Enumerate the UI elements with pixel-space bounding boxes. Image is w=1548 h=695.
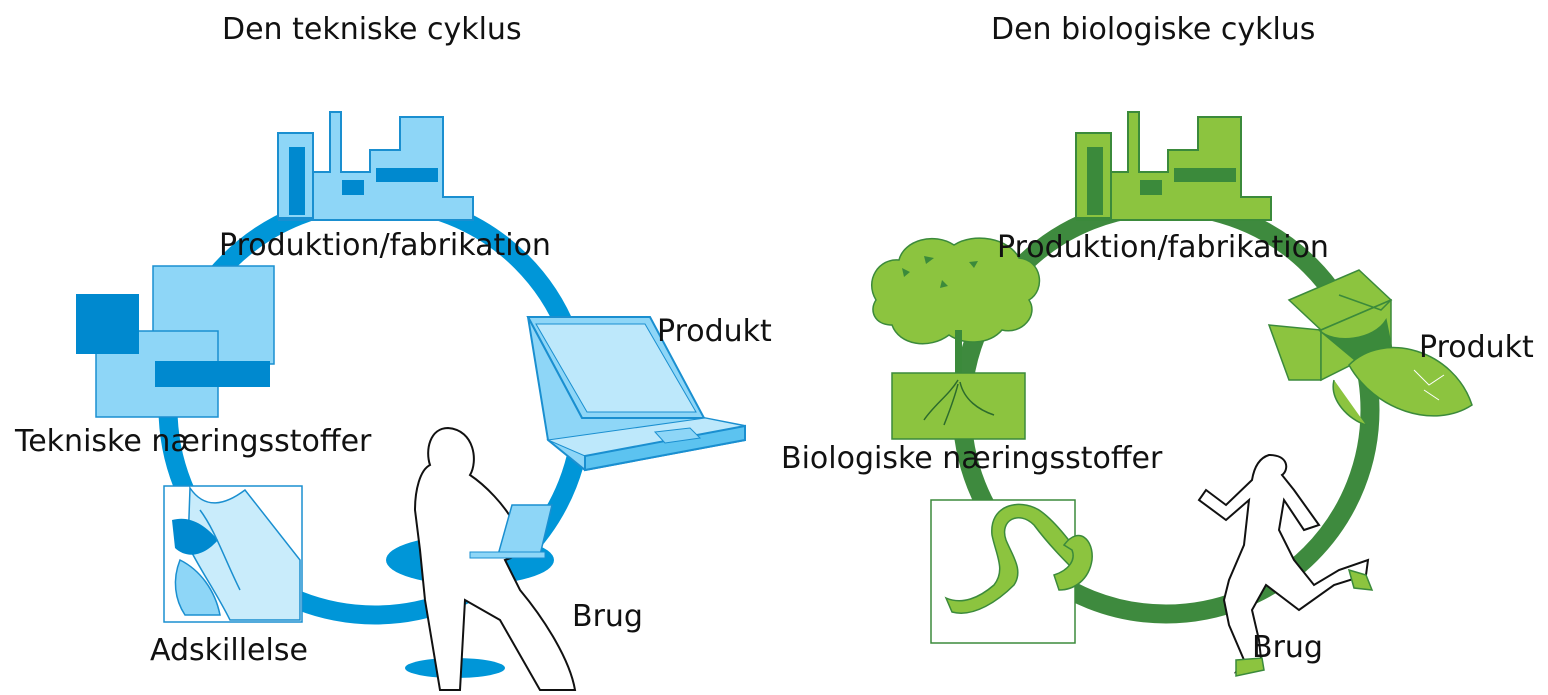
hand-separation-icon bbox=[163, 485, 303, 623]
running-person-icon bbox=[1197, 453, 1374, 677]
worm-icon bbox=[930, 499, 1093, 644]
technical-cycle-art bbox=[76, 111, 746, 691]
tree-icon bbox=[871, 237, 1041, 440]
tech-label-production: Produktion/fabrikation bbox=[219, 228, 551, 263]
tech-label-product: Produkt bbox=[657, 314, 772, 349]
factory-icon bbox=[1075, 111, 1272, 221]
technical-cycle-title: Den tekniske cyklus bbox=[222, 12, 522, 47]
biological-cycle-title: Den biologiske cyklus bbox=[991, 12, 1316, 47]
technical-cycle-panel: Den tekniske cyklus Produktion/fabrikati… bbox=[15, 12, 772, 691]
bio-label-nutrients: Biologiske næringsstoffer bbox=[781, 441, 1163, 476]
factory-icon bbox=[277, 111, 474, 221]
biological-cycle-panel: Den biologiske cyklus Produktion/fabrika… bbox=[774, 0, 1548, 695]
bio-label-product: Produkt bbox=[1419, 330, 1534, 365]
biological-cycle-art bbox=[871, 111, 1473, 677]
bio-label-use: Brug bbox=[1252, 630, 1323, 665]
laptop-icon bbox=[526, 316, 746, 472]
bio-label-production: Produktion/fabrikation bbox=[997, 230, 1329, 265]
box-product-icon bbox=[1267, 269, 1473, 426]
tech-label-use: Brug bbox=[572, 599, 643, 634]
tech-label-separation: Adskillelse bbox=[150, 633, 308, 668]
person-using-laptop-icon bbox=[386, 426, 577, 691]
technical-nutrients-icon bbox=[76, 265, 275, 418]
tech-label-nutrients: Tekniske næringsstoffer bbox=[15, 424, 372, 459]
